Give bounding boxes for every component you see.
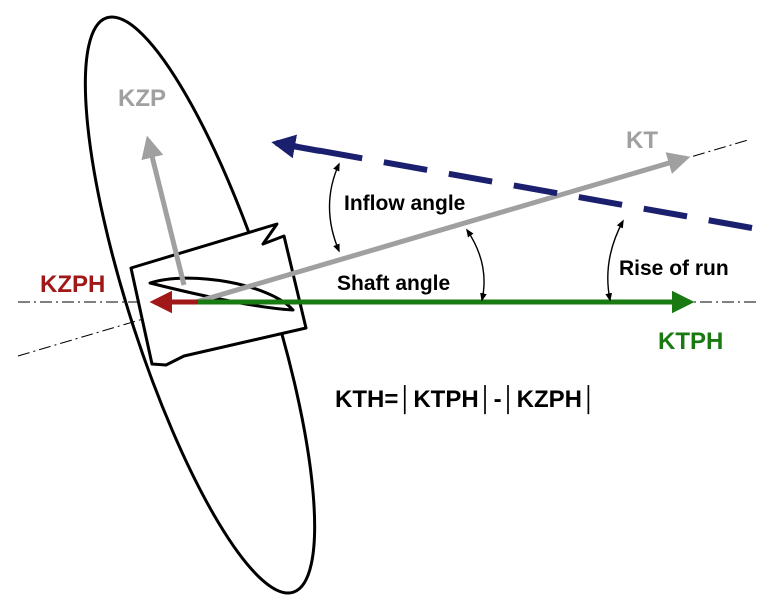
kzp-arrow [141, 135, 187, 286]
ktph-label: KTPH [658, 328, 723, 355]
inflow-angle-label: Inflow angle [344, 192, 465, 215]
inflow-angle-arc [328, 162, 340, 253]
inflow-line [281, 141, 753, 231]
kt-label: KT [626, 127, 658, 154]
thrust-equation: KTH=│KTPH│-│KZPH│ [335, 385, 597, 415]
kzp-label: KZP [118, 85, 166, 112]
rise-of-run-arc [605, 219, 624, 302]
kzph-label: KZPH [40, 271, 105, 298]
shaft-angle-arc [466, 228, 487, 302]
kt-arrow [195, 152, 691, 305]
inflow-arrow [271, 134, 321, 159]
shaft-angle-label: Shaft angle [337, 272, 450, 295]
rise-of-run-label: Rise of run [619, 257, 729, 280]
